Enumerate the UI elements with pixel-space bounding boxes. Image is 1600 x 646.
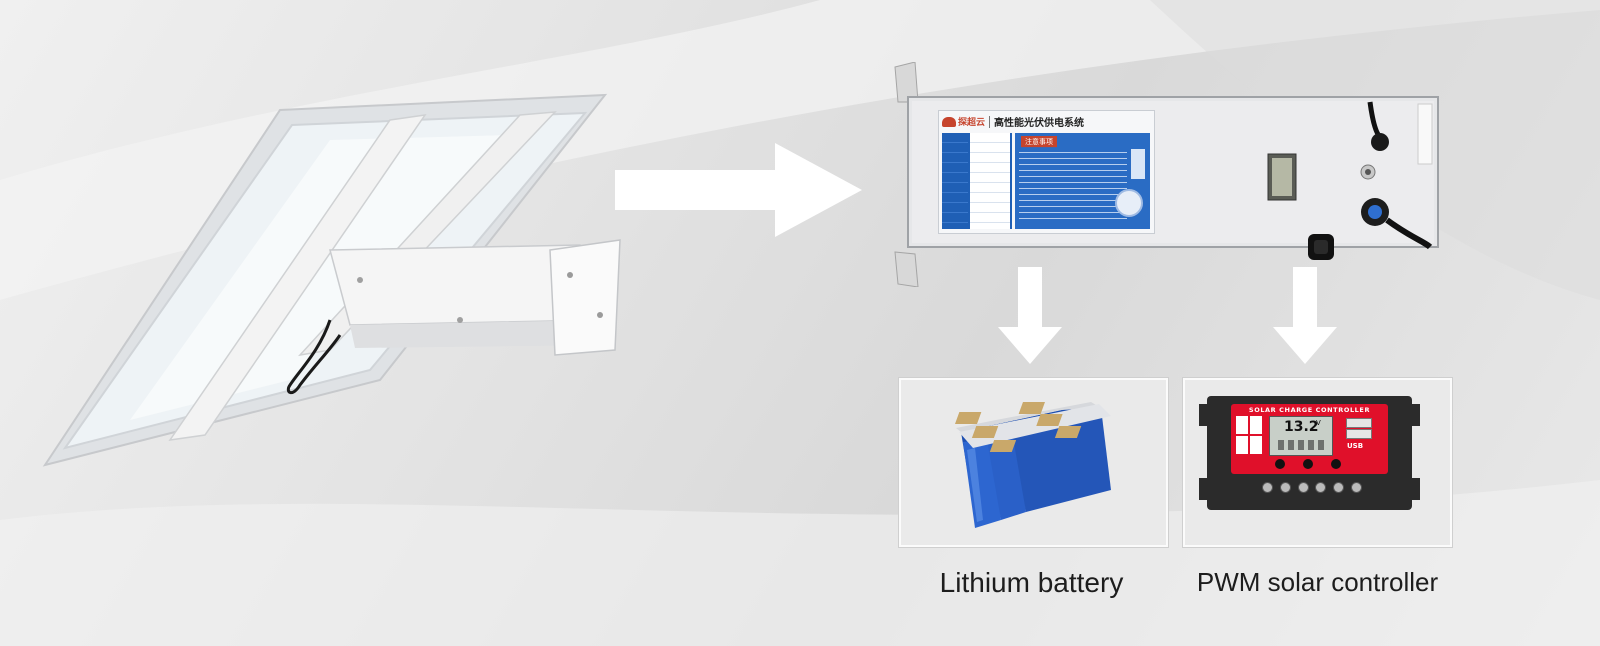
lithium-battery-photo	[899, 378, 1168, 547]
controller-caption: PWM solar controller	[1196, 567, 1439, 597]
brand-logo-icon	[942, 116, 956, 127]
controller-title: SOLAR CHARGE CONTROLLER	[1248, 406, 1371, 414]
terminal-block	[1262, 482, 1362, 496]
arrow-right-icon	[615, 143, 862, 237]
voltage-unit: V	[1316, 419, 1321, 427]
battery-cells-icon	[954, 402, 1111, 528]
arrow-down-left-icon	[998, 267, 1062, 364]
spec-table	[942, 133, 1012, 229]
usb-label: USB	[1347, 442, 1364, 450]
lcd-display: 13.2 V	[1269, 416, 1333, 456]
solar-panel-image	[42, 93, 621, 467]
pwm-controller-photo: SOLAR CHARGE CONTROLLER 13.2 V USB	[1183, 378, 1452, 547]
down-button-icon	[1331, 459, 1341, 469]
voltage-reading: 13.2	[1284, 419, 1319, 435]
controller-face: SOLAR CHARGE CONTROLLER 13.2 V USB	[1231, 404, 1388, 474]
cert-icon	[1131, 149, 1145, 179]
notice-panel: 注意事项	[1015, 133, 1150, 229]
brand-name: 探超云	[958, 118, 986, 128]
up-button-icon	[1303, 459, 1313, 469]
battery-caption: Lithium battery	[939, 567, 1124, 598]
usb-port-icon	[1346, 418, 1372, 428]
controller-body: SOLAR CHARGE CONTROLLER 13.2 V USB	[1199, 396, 1420, 510]
notice-title: 注意事项	[1021, 136, 1057, 148]
system-title: 高性能光伏供电系统	[994, 118, 1085, 129]
spec-label: 探超云 高性能光伏供电系统 注意事项	[938, 110, 1155, 234]
qr-seal-icon	[1115, 189, 1143, 217]
menu-button-icon	[1275, 459, 1285, 469]
arrow-down-right-icon	[1273, 267, 1337, 364]
status-icons	[1236, 416, 1262, 454]
usb-port-icon	[1346, 429, 1372, 439]
battery-box-image: 探超云 高性能光伏供电系统 注意事项	[890, 62, 1450, 287]
